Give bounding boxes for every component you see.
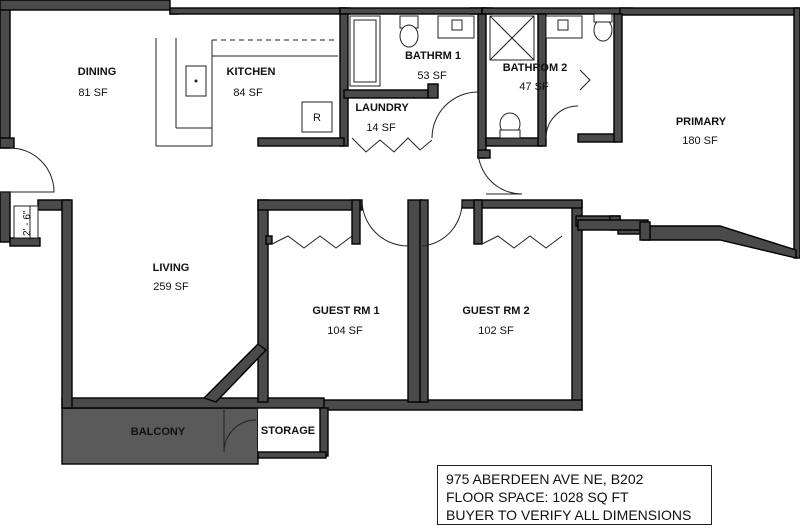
balcony-floor <box>61 407 259 465</box>
kitchen-counters: R <box>155 38 338 147</box>
kitchen-label: KITCHEN <box>227 66 276 78</box>
bathroom-fixtures <box>349 13 613 139</box>
address-text: 975 ABERDEEN AVE NE, B202 <box>446 471 644 487</box>
guest1-area: 104 SF <box>327 325 363 337</box>
refrigerator-label: R <box>313 112 321 124</box>
storage-room <box>258 408 320 456</box>
laundry-area: 14 SF <box>366 122 396 134</box>
guest2-area: 102 SF <box>478 325 514 337</box>
primary-area: 180 SF <box>682 135 718 147</box>
floor-space-text: FLOOR SPACE: 1028 SQ FT <box>446 489 629 505</box>
kitchen-area: 84 SF <box>233 87 263 99</box>
dining-label: DINING <box>78 66 117 78</box>
bathroom2-area: 47 SF <box>519 81 549 93</box>
closet-dimension: 2' - 6" <box>13 205 39 240</box>
bathroom1-area: 53 SF <box>417 70 447 82</box>
guest1-label: GUEST RM 1 <box>312 305 379 317</box>
laundry-label: LAUNDRY <box>355 102 409 114</box>
storage-label: STORAGE <box>261 425 315 437</box>
exterior-walls <box>0 0 800 459</box>
living-area: 259 SF <box>153 281 189 293</box>
disclaimer-text: BUYER TO VERIFY ALL DIMENSIONS <box>446 507 692 523</box>
bathroom2-label: BATHROM 2 <box>503 62 568 74</box>
bathroom1-label: BATHRM 1 <box>405 50 461 62</box>
balcony-label: BALCONY <box>131 426 186 438</box>
interior-walls <box>202 13 623 403</box>
primary-label: PRIMARY <box>676 116 727 128</box>
property-info-box: 975 ABERDEEN AVE NE, B202 FLOOR SPACE: 1… <box>437 465 712 525</box>
closet-dimension-label: 2' - 6" <box>22 210 33 236</box>
dining-area: 81 SF <box>78 87 108 99</box>
doors <box>0 69 591 453</box>
living-label: LIVING <box>153 262 190 274</box>
guest2-label: GUEST RM 2 <box>462 305 529 317</box>
